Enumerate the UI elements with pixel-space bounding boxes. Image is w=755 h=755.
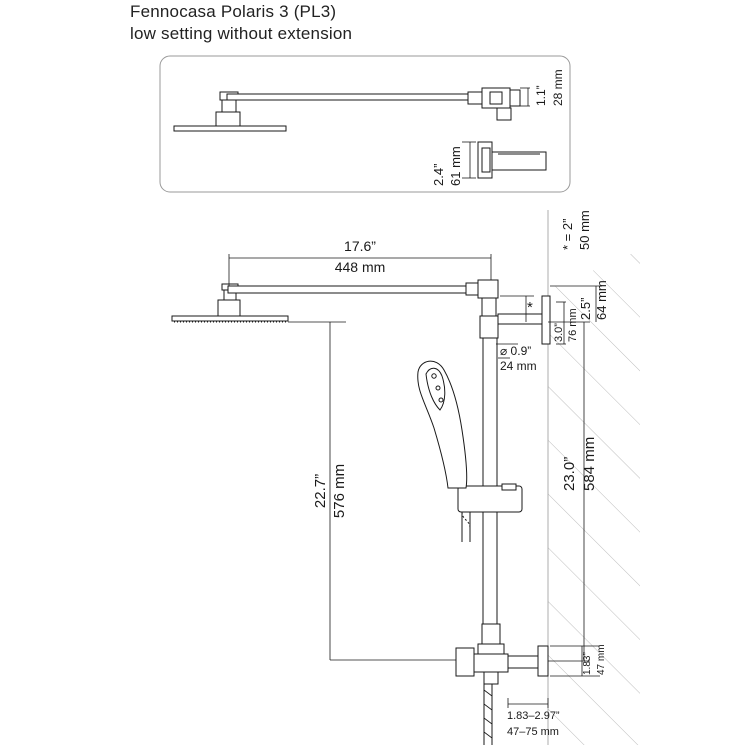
- inset-label-28-mm: 28 mm: [551, 69, 565, 106]
- shower-hose: [461, 511, 493, 745]
- label-drop-mm: 576 mm: [331, 464, 348, 518]
- label-star-note-mm: 50 mm: [577, 210, 592, 250]
- label-valve-in: 1.83”: [582, 652, 593, 675]
- label-bracket-mm: 64 mm: [594, 280, 609, 320]
- page-title: Fennocasa Polaris 3 (PL3): [130, 2, 337, 21]
- main-shower: [171, 279, 551, 745]
- page-subtitle: low setting without extension: [130, 24, 353, 43]
- label-arm-length-in: 17.6”: [344, 238, 376, 254]
- label-offset-mm: 76 mm: [567, 308, 579, 342]
- label-range-mm: 47–75 mm: [507, 726, 559, 738]
- label-tube-diameter-mm: 24 mm: [500, 359, 537, 373]
- label-drop-in: 22.7”: [312, 474, 329, 508]
- shower-arm: [227, 285, 471, 294]
- hand-shower: [417, 360, 468, 489]
- rail-slider: [457, 485, 523, 513]
- inset-showerhead: [173, 87, 521, 132]
- label-offset-in: 3.0”: [553, 323, 565, 342]
- label-rail-mm: 584 mm: [581, 437, 598, 491]
- label-arm-length-mm: 448 mm: [335, 259, 386, 275]
- inset-dim-61mm: [462, 141, 476, 179]
- label-rail-in: 23.0”: [561, 457, 578, 491]
- inset-label-2-4-in: 2.4”: [431, 164, 446, 186]
- inset-dim-28mm: [520, 87, 530, 107]
- inset-panel: 1.1” 28 mm 2.4” 61 mm: [159, 55, 571, 193]
- label-star-symbol: *: [527, 299, 533, 316]
- inset-label-61-mm: 61 mm: [448, 146, 463, 186]
- shower-rail: [482, 337, 498, 629]
- mixer-valve: [455, 623, 549, 685]
- label-range-in: 1.83–2.97”: [507, 710, 560, 722]
- dimension-lines: [228, 254, 602, 708]
- label-bracket-in: 2.5”: [578, 298, 593, 320]
- label-valve-mm: 47 mm: [596, 644, 607, 675]
- label-tube-diameter-in: ⌀ 0.9”: [500, 344, 531, 358]
- inset-label-1-1-in: 1.1”: [534, 85, 548, 106]
- inset-bracket: [477, 141, 547, 179]
- label-star-note-in: * = 2”: [560, 219, 575, 250]
